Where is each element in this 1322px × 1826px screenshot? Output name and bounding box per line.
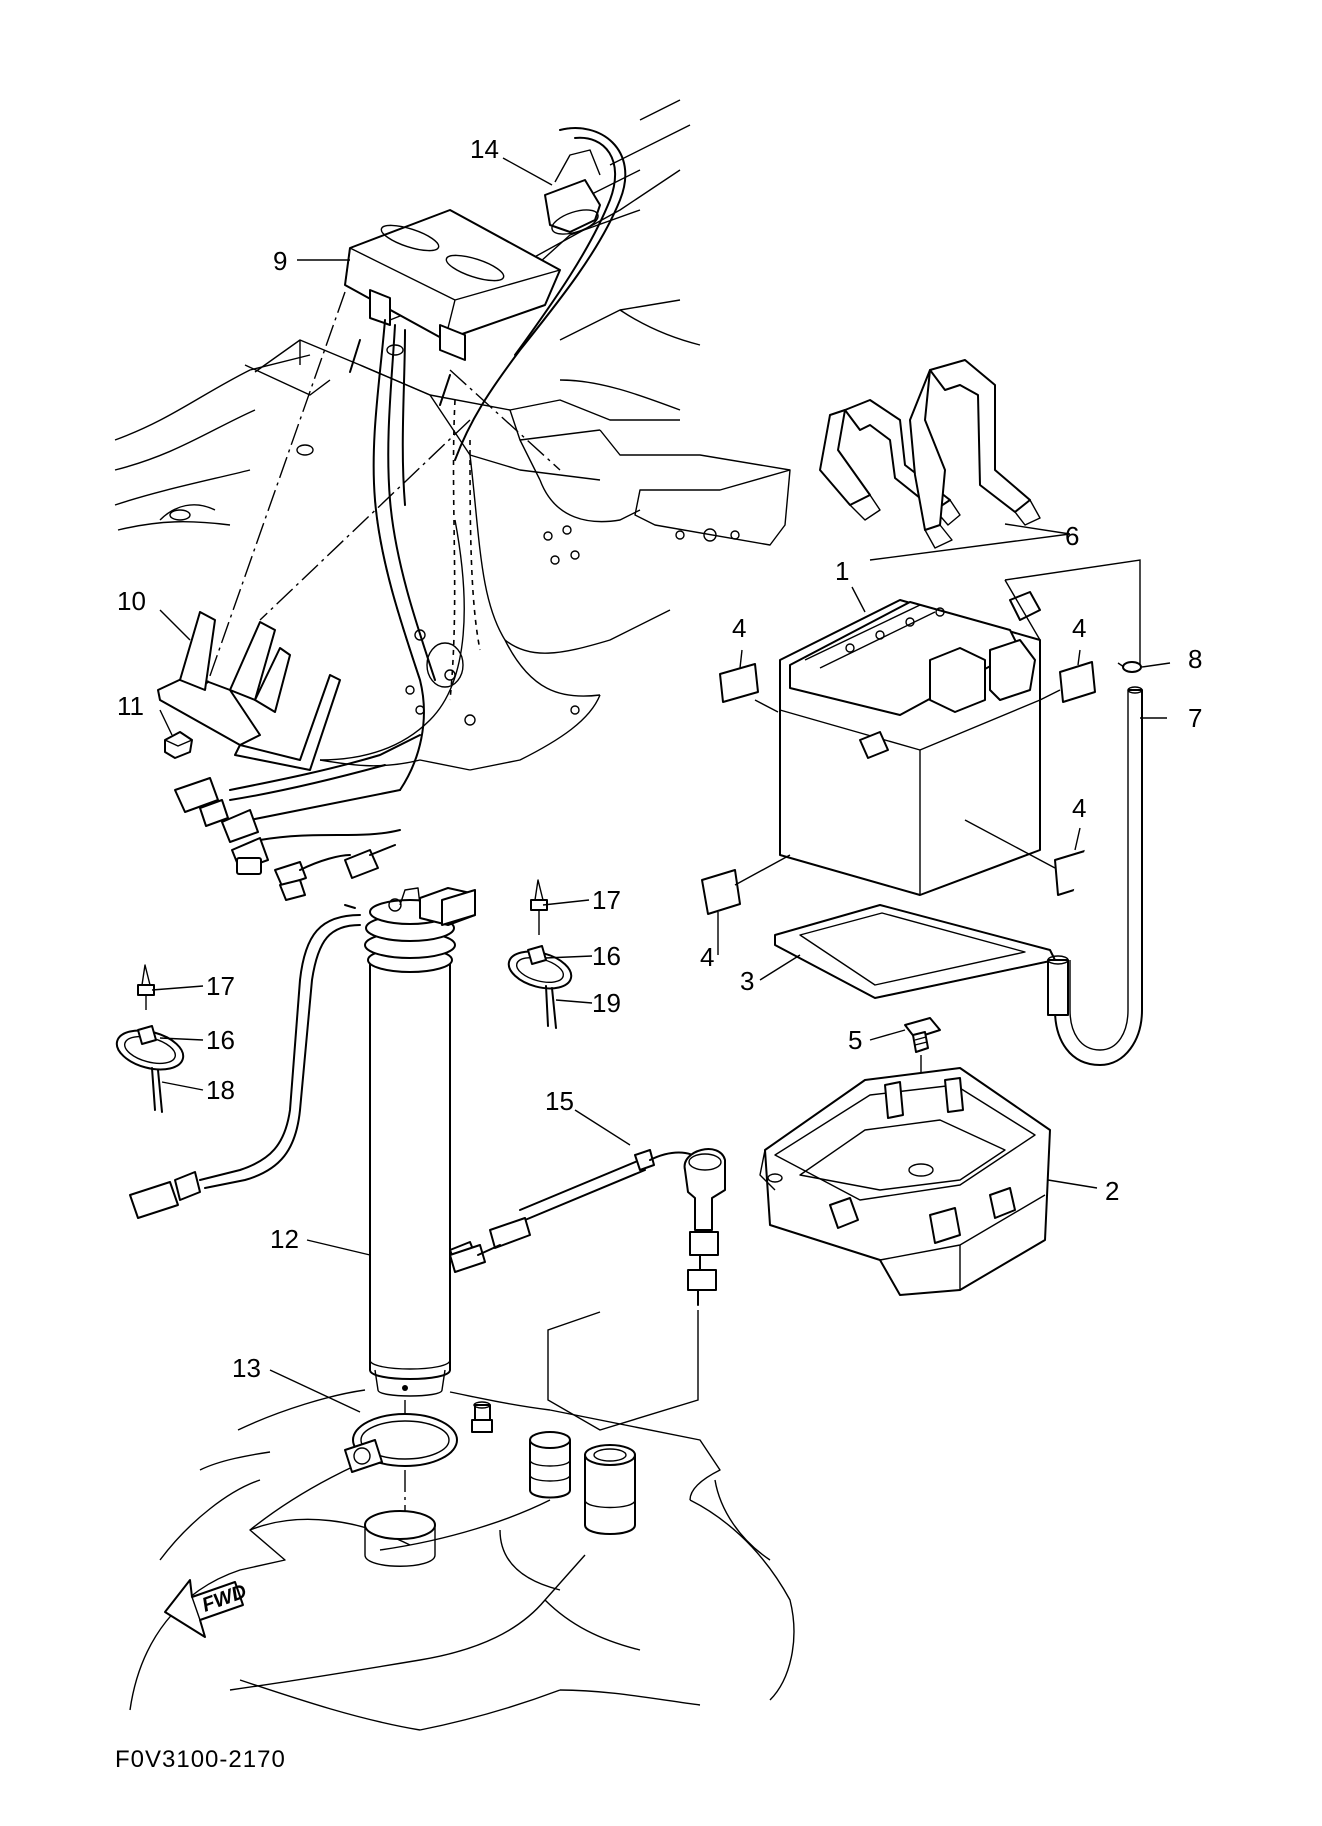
- sensor-route-line: [547, 1310, 699, 1431]
- callout-13: 13: [232, 1353, 261, 1383]
- callout-10: 10: [117, 586, 146, 616]
- callout-17a: 17: [592, 885, 621, 915]
- callout-4a: 4: [732, 613, 746, 643]
- vent-hose-part-7: [1047, 686, 1143, 1066]
- battery-box-part-2: [759, 1067, 1051, 1296]
- callout-19: 19: [592, 988, 621, 1018]
- callout-16a: 16: [592, 941, 621, 971]
- grommet-pair: [529, 1431, 636, 1535]
- callout-leaders: [151, 157, 1171, 1413]
- clip-part-8: [1117, 661, 1142, 673]
- nut-part-11: [164, 731, 193, 759]
- clamp-right-part-16: [507, 945, 573, 1029]
- fuel-tank-outline: [129, 1389, 795, 1731]
- callout-16b: 16: [206, 1025, 235, 1055]
- frame-body-outline: [114, 99, 791, 771]
- switch-panel-part-9: [344, 209, 561, 406]
- wire-harness-upper: [372, 319, 481, 791]
- callout-5: 5: [848, 1025, 862, 1055]
- tank-filler-neck: [364, 1510, 436, 1567]
- sender-wire: [129, 914, 361, 1219]
- battery-part-1: [779, 591, 1041, 896]
- callout-4b: 4: [1072, 613, 1086, 643]
- rivet-left-part-17: [137, 964, 155, 1010]
- rivet-right-part-17: [530, 879, 548, 935]
- sensor-part-15: [449, 1148, 726, 1306]
- drawing-code: F0V3100-2170: [115, 1746, 286, 1773]
- callout-2: 2: [1105, 1176, 1119, 1206]
- clamp-left-part-16: [115, 1025, 185, 1113]
- callout-6: 6: [1065, 521, 1079, 551]
- battery-mat-part-3: [774, 904, 1056, 999]
- callout-15: 15: [545, 1086, 574, 1116]
- callout-4d: 4: [700, 942, 714, 972]
- callout-4c: 4: [1072, 793, 1086, 823]
- callout-12: 12: [270, 1224, 299, 1254]
- callout-9: 9: [273, 246, 287, 276]
- hose-clamp-part-13: [344, 1400, 458, 1515]
- callout-17b: 17: [206, 971, 235, 1001]
- hose-route-line: [1004, 559, 1141, 665]
- battery-pads-part-4: [701, 661, 1096, 915]
- fuel-sender-part-12: [344, 887, 476, 1397]
- callout-1: 1: [835, 556, 849, 586]
- callout-3: 3: [740, 966, 754, 996]
- callout-11: 11: [117, 691, 144, 721]
- assembly-leader-lines-upper: [204, 291, 561, 691]
- bracket-part-10: [157, 611, 341, 771]
- callout-8: 8: [1188, 644, 1202, 674]
- callout-7: 7: [1188, 703, 1202, 733]
- callout-14: 14: [470, 134, 499, 164]
- tank-vent-fitting: [471, 1401, 493, 1433]
- callout-numbers: 1 2 3 4 4 4 4 5 6 7 8 9 10 11 12 13 14 1…: [117, 134, 1202, 1383]
- fwd-arrow-icon: FWD: [164, 1579, 250, 1638]
- harness-connectors: [174, 734, 421, 901]
- callout-18: 18: [206, 1075, 235, 1105]
- battery-straps-part-6: [819, 359, 1041, 549]
